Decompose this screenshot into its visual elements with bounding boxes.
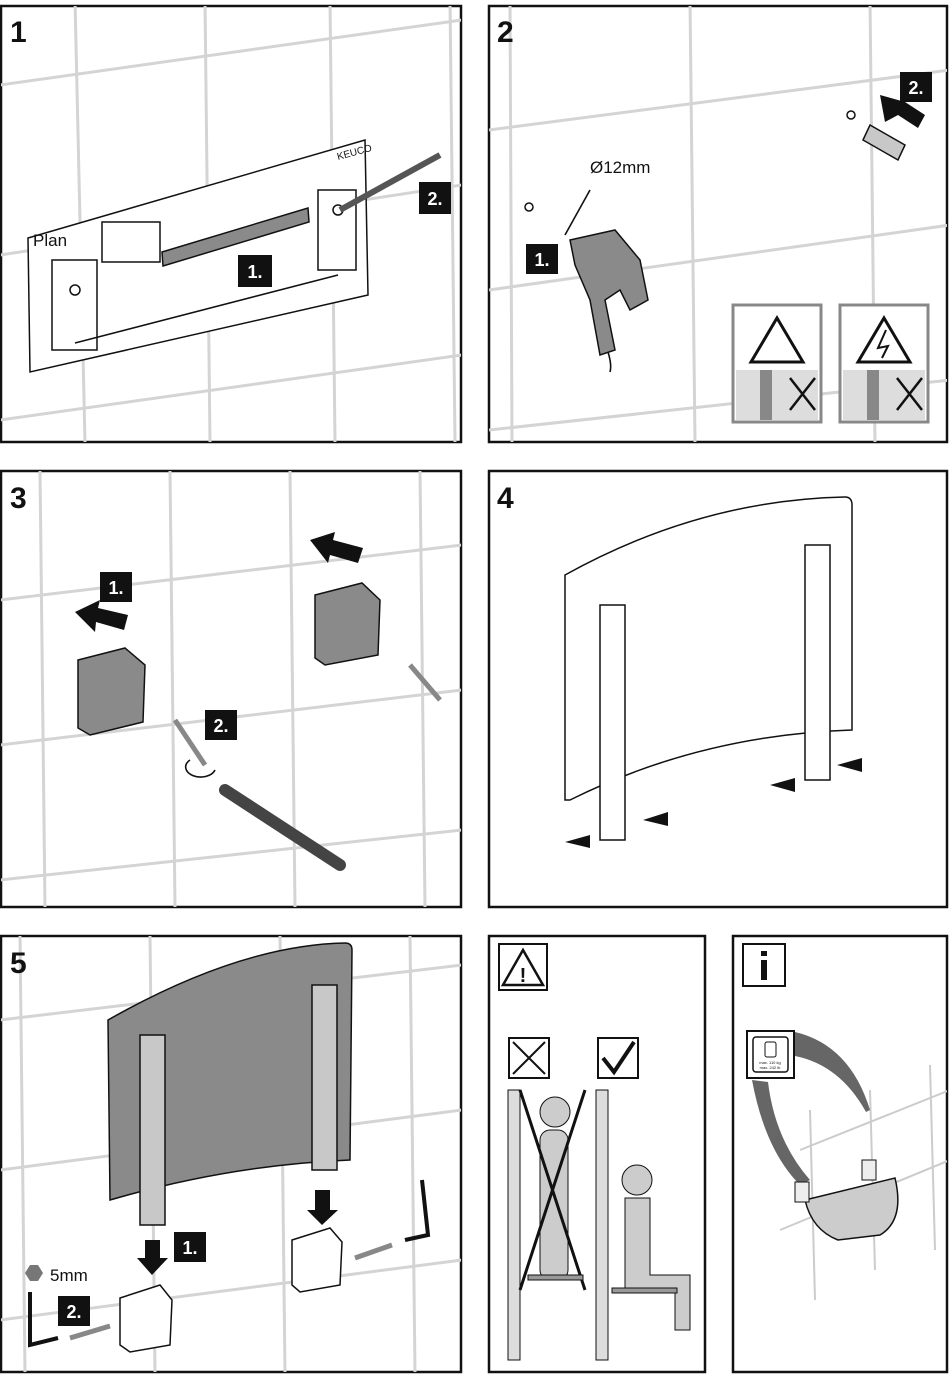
- svg-text:1.: 1.: [182, 1238, 197, 1258]
- wall-bracket: [291, 1227, 343, 1293]
- pencil: [338, 152, 442, 213]
- arrow-icon: [310, 532, 363, 563]
- standing-person-wrong: [518, 1089, 587, 1291]
- svg-text:2.: 2.: [427, 189, 442, 209]
- seat-rail: [139, 1034, 166, 1226]
- seat-panel: [564, 496, 853, 801]
- checkmark-box-icon: [597, 1037, 639, 1079]
- badge-1: 1.: [174, 1232, 206, 1262]
- step-2-panel: 2 Ø12mm 1. 2.: [487, 4, 949, 444]
- warning-triangle-icon: !: [498, 943, 548, 991]
- arrow-icon: [837, 758, 862, 772]
- badge-1: 1.: [100, 572, 132, 602]
- pointer-shape: [795, 1032, 870, 1112]
- arrow-icon: [137, 1240, 168, 1275]
- step-5-panel: 5 5mm 1. 2.: [0, 934, 463, 1374]
- screw: [69, 1323, 111, 1341]
- wall-bracket: [77, 647, 146, 736]
- wall-tiles: [489, 6, 947, 442]
- wall-plug: [862, 123, 906, 162]
- step-number: 2: [497, 16, 514, 49]
- max-load-kg: max. 110 kg: [759, 1060, 781, 1065]
- max-load-lb: max. 242 lb: [760, 1065, 781, 1070]
- wall-bracket: [314, 582, 381, 666]
- info-panel: max. 110 kg max. 242 lb: [731, 934, 949, 1374]
- svg-text:1.: 1.: [108, 578, 123, 598]
- warning-panel: !: [487, 934, 707, 1374]
- drill-diameter-label: Ø12mm: [590, 158, 650, 177]
- badge-2: 2.: [58, 1296, 90, 1326]
- screw: [408, 663, 442, 702]
- step-3-panel: 3 1. 2.: [0, 469, 463, 909]
- pointer-shape: [752, 1080, 810, 1185]
- hex-socket-tool: [219, 784, 346, 871]
- badge-1: 1.: [526, 244, 558, 274]
- arrow-icon: [565, 835, 590, 848]
- step-number: 1: [10, 16, 27, 49]
- drill-hole: [524, 202, 534, 212]
- drill: [564, 189, 649, 373]
- svg-text:1.: 1.: [534, 250, 549, 270]
- wall-bracket: [119, 1284, 173, 1353]
- step-number: 3: [10, 482, 27, 515]
- info-icon: [742, 943, 786, 987]
- svg-text:2.: 2.: [66, 1302, 81, 1322]
- svg-text:2.: 2.: [213, 716, 228, 736]
- step-number: 4: [497, 482, 514, 515]
- badge-2: 2.: [419, 182, 451, 214]
- hex-icon: [25, 1265, 43, 1281]
- badge-1: 1.: [238, 255, 272, 287]
- badge-2: 2.: [205, 710, 237, 740]
- template-title: Plan: [33, 231, 67, 250]
- hex-key: [28, 1292, 59, 1348]
- seat-rail: [599, 604, 626, 841]
- svg-text:1.: 1.: [247, 262, 262, 282]
- hex-key-size-label: 5mm: [50, 1266, 88, 1285]
- water-pipe-warning-icon: [731, 303, 823, 424]
- seat-rail: [311, 984, 338, 1171]
- rotate-arrow-icon: [184, 759, 216, 778]
- arrow-icon: [307, 1190, 338, 1225]
- step-number: 5: [10, 947, 27, 980]
- spirit-level: [161, 207, 310, 267]
- svg-text:!: !: [520, 965, 527, 987]
- arrow-icon: [75, 600, 128, 632]
- arrow-icon: [880, 95, 925, 128]
- step-1-panel: 1 Plan KEUCO 1. 2.: [0, 4, 463, 444]
- svg-text:2.: 2.: [908, 78, 923, 98]
- seated-person-right: [611, 1164, 691, 1331]
- load-capacity-label: max. 110 kg max. 242 lb: [746, 1030, 795, 1079]
- drill-hole: [846, 110, 856, 120]
- badge-2: 2.: [900, 72, 932, 102]
- hex-key: [404, 1179, 431, 1242]
- screw: [354, 1242, 393, 1261]
- seat-panel: [107, 942, 353, 1201]
- folded-shower-seat: [804, 1177, 899, 1241]
- arrow-icon: [770, 778, 795, 792]
- electric-cable-warning-icon: [838, 303, 930, 424]
- x-box-icon: [508, 1037, 550, 1079]
- screw: [172, 718, 208, 767]
- arrow-icon: [643, 812, 668, 826]
- step-4-panel: 4: [487, 469, 949, 909]
- seat-rail: [804, 544, 831, 781]
